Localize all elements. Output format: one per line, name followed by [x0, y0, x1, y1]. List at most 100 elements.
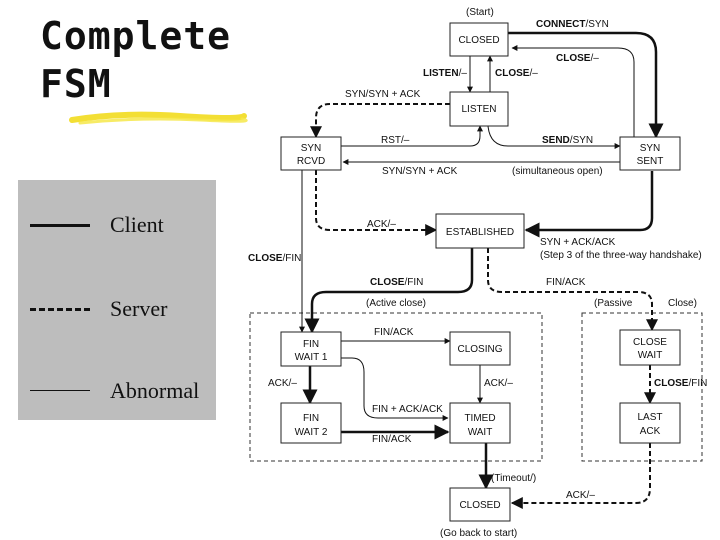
- title-line-1: Complete: [40, 14, 232, 58]
- legend-abnormal-line: [30, 390, 90, 391]
- edge-established-finwait1: [304, 248, 474, 334]
- state-established: ESTABLISHED: [435, 213, 525, 249]
- legend-server: Server: [18, 294, 216, 324]
- label-closefin-left: CLOSE/FIN: [248, 253, 301, 264]
- state-timed-wait-label-1: TIMED: [464, 413, 495, 424]
- state-close-wait-label-1: CLOSE: [633, 337, 667, 348]
- legend-server-line: [30, 308, 90, 311]
- state-timed-wait: TIMED WAIT: [449, 402, 511, 444]
- title-line-2: FSM: [40, 62, 112, 106]
- edge-finwait1-timedwait: [341, 357, 449, 421]
- state-closed-bottom-label: CLOSED: [459, 500, 500, 511]
- label-rst: RST/–: [381, 135, 410, 146]
- label-finack-finwait2: FIN/ACK: [372, 434, 412, 445]
- label-closefin-mid: CLOSE/FIN: [370, 277, 423, 288]
- label-finack-closing: FIN/ACK: [374, 327, 414, 338]
- label-close-paren: Close): [668, 298, 697, 309]
- state-listen-label: LISTEN: [461, 104, 496, 115]
- label-close-synsent-action: /–: [590, 53, 599, 64]
- label-closefin-mid-action: /FIN: [404, 277, 423, 288]
- label-syn-synack: SYN/SYN + ACK: [345, 89, 421, 100]
- state-fin-wait-1-label-2: WAIT 1: [295, 352, 328, 363]
- legend-server-label: Server: [110, 296, 168, 321]
- label-listen-event: LISTEN: [423, 68, 459, 79]
- edge-established-closewait: [487, 248, 658, 332]
- state-syn-sent-label-1: SYN: [640, 143, 661, 154]
- label-step3: (Step 3 of the three-way handshake): [540, 250, 702, 261]
- state-last-ack: LAST ACK: [619, 402, 681, 444]
- legend-client-label: Client: [110, 212, 164, 237]
- label-close-listen: CLOSE/–: [495, 68, 538, 79]
- label-close-listen-event: CLOSE: [495, 68, 530, 79]
- state-fin-wait-2-label-1: FIN: [303, 413, 319, 424]
- active-close-frame: [249, 312, 543, 462]
- label-send-syn-event: SEND: [542, 135, 570, 146]
- label-close-synsent: CLOSE/–: [556, 53, 599, 64]
- label-connect-syn-event: CONNECT: [536, 19, 585, 30]
- state-syn-sent-label-2: SENT: [637, 156, 664, 167]
- state-close-wait: CLOSE WAIT: [619, 329, 681, 366]
- edge-synsent-established: [524, 171, 654, 238]
- edge-listen-synsent: [487, 125, 621, 149]
- state-syn-rcvd-label-2: RCVD: [297, 156, 325, 167]
- label-finack-passive: FIN/ACK: [546, 277, 586, 288]
- label-closefin-right: CLOSE/FIN: [654, 378, 707, 389]
- label-closefin-right-action: /FIN: [688, 378, 707, 389]
- label-closefin-mid-event: CLOSE: [370, 277, 405, 288]
- state-fin-wait-2: FIN WAIT 2: [280, 402, 342, 444]
- label-fin-ack-ack: FIN + ACK/ACK: [372, 404, 443, 415]
- state-fin-wait-1-label-1: FIN: [303, 339, 319, 350]
- state-closing-label: CLOSING: [457, 344, 502, 355]
- state-closed-top-label: CLOSED: [458, 35, 499, 46]
- legend-client: Client: [18, 210, 216, 240]
- label-listen-action: /–: [459, 68, 468, 79]
- label-closefin-left-action: /FIN: [282, 253, 301, 264]
- state-closed-top: CLOSED: [449, 22, 509, 57]
- passive-close-frame: [581, 312, 703, 462]
- edge-lastack-closed: [510, 443, 651, 509]
- label-close-synsent-event: CLOSE: [556, 53, 591, 64]
- label-send-syn: SEND/SYN: [542, 135, 593, 146]
- label-close-listen-action: /–: [529, 68, 538, 79]
- state-fin-wait-1: FIN WAIT 1: [280, 331, 342, 367]
- edge-synsent-closed: [511, 45, 635, 137]
- label-start: (Start): [466, 7, 494, 18]
- state-last-ack-label-2: ACK: [640, 426, 661, 437]
- label-connect-syn-action: /SYN: [585, 19, 608, 30]
- edge-synrcvd-established: [315, 170, 438, 236]
- state-closing: CLOSING: [449, 331, 511, 366]
- label-ack-established: ACK/–: [367, 219, 396, 230]
- page-title: Complete FSM: [40, 12, 231, 108]
- label-ack-closed: ACK/–: [566, 490, 595, 501]
- highlighter-stroke: [69, 111, 248, 125]
- label-simultaneous-open: (simultaneous open): [512, 166, 603, 177]
- legend-client-line: [30, 224, 90, 227]
- label-passive: (Passive: [594, 298, 633, 309]
- legend-panel: Client Server Abnormal: [18, 180, 216, 420]
- state-close-wait-label-2: WAIT: [638, 350, 663, 361]
- label-timeout: (Timeout/): [491, 473, 536, 484]
- state-established-label: ESTABLISHED: [446, 227, 514, 238]
- legend-abnormal-label: Abnormal: [110, 378, 200, 403]
- state-fin-wait-2-label-2: WAIT 2: [295, 427, 328, 438]
- label-listen: LISTEN/–: [423, 68, 467, 79]
- label-syn-synack-2: SYN/SYN + ACK: [382, 166, 458, 177]
- legend-abnormal: Abnormal: [18, 376, 216, 406]
- label-ack-timedwait: ACK/–: [484, 378, 513, 389]
- edge-listen-synrcvd: [310, 103, 450, 139]
- state-timed-wait-label-2: WAIT: [468, 427, 493, 438]
- label-closefin-left-event: CLOSE: [248, 253, 283, 264]
- label-ack-finwait2: ACK/–: [268, 378, 297, 389]
- label-synack-ack: SYN + ACK/ACK: [540, 237, 616, 248]
- label-go-back: (Go back to start): [440, 528, 517, 539]
- edge-closed-synsent: [508, 31, 664, 139]
- label-send-syn-action: /SYN: [570, 135, 593, 146]
- state-syn-sent: SYN SENT: [619, 136, 681, 171]
- state-closed-bottom: CLOSED: [449, 487, 511, 522]
- state-syn-rcvd: SYN RCVD: [280, 136, 342, 171]
- state-listen: LISTEN: [449, 91, 509, 127]
- label-active-close: (Active close): [366, 298, 426, 309]
- state-syn-rcvd-label-1: SYN: [301, 143, 322, 154]
- state-last-ack-label-1: LAST: [637, 412, 662, 423]
